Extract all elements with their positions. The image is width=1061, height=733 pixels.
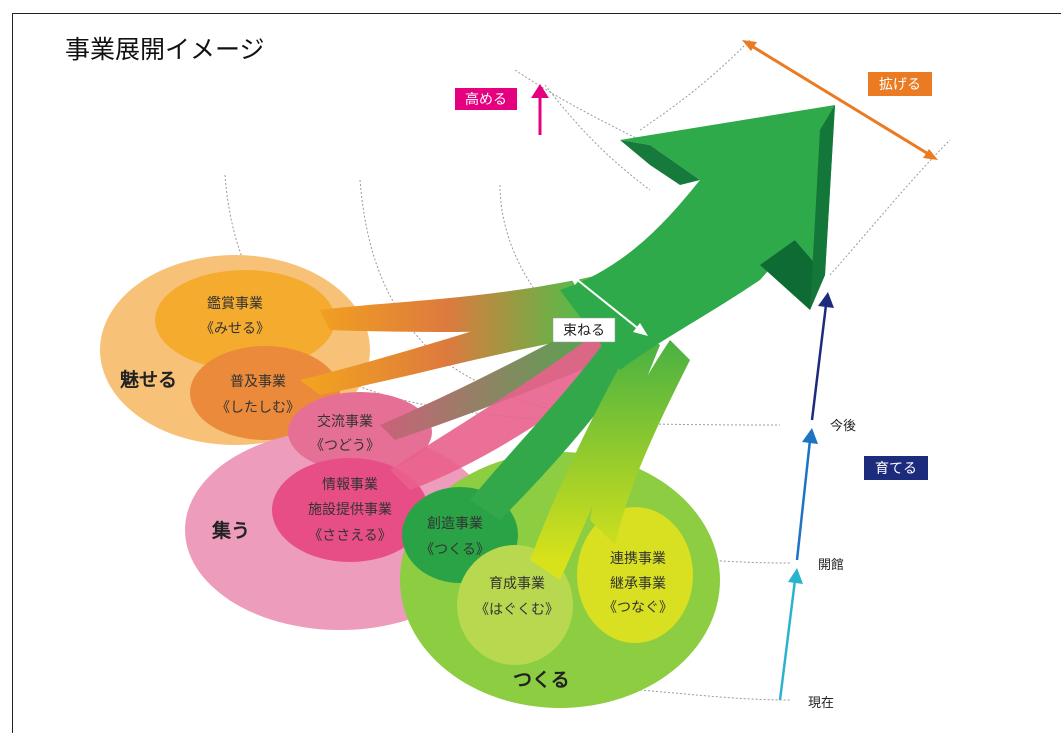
nurture-blob (457, 545, 573, 665)
appreciation-name: 鑑賞事業 (207, 295, 263, 312)
creation-name: 創造事業 (427, 516, 483, 532)
nurture-sub: 《はぐくむ》 (475, 602, 559, 618)
timeline-opening: 開館 (818, 558, 844, 573)
info-name2: 施設提供事業 (308, 502, 392, 518)
exchange-sub: 《つどう》 (310, 438, 380, 454)
timeline-now: 現在 (808, 696, 834, 711)
group-create-label: つくる (513, 669, 570, 691)
link-blob (577, 507, 693, 643)
diagram-frame (12, 13, 1061, 733)
link-name2: 継承事業 (610, 576, 666, 592)
info-name: 情報事業 (322, 477, 378, 493)
raise-arrow (531, 84, 549, 135)
big-arrow (560, 105, 835, 370)
grow-tag: 育てる (864, 456, 928, 480)
spread-sub: 《したしむ》 (216, 400, 300, 416)
expand-tag-label: 拡げる (879, 77, 921, 93)
bundle-tag: 束ねる (552, 317, 616, 343)
bundle-arrow (567, 272, 648, 336)
group-attract-label: 魅せる (120, 368, 177, 391)
raise-tag-label: 高める (465, 91, 507, 108)
spread-name: 普及事業 (230, 374, 286, 390)
timeline-future: 今後 (830, 418, 856, 434)
expand-tag: 拡げる (868, 72, 932, 96)
group-gather-label: 集う (211, 519, 250, 542)
expand-arrow (742, 40, 938, 160)
creation-sub: 《つくる》 (420, 542, 490, 558)
exchange-blob (288, 392, 432, 472)
exchange-name: 交流事業 (317, 413, 373, 430)
info-blob (272, 458, 428, 562)
appreciation-blob (155, 270, 335, 370)
link-sub: 《つなぐ》 (603, 600, 673, 616)
appreciation-sub: 《みせる》 (200, 321, 270, 337)
nurture-name: 育成事業 (489, 576, 545, 592)
timeline (778, 292, 834, 701)
info-sub: 《ささえる》 (308, 528, 392, 544)
grow-tag-label: 育てる (875, 461, 917, 477)
link-name: 連携事業 (610, 551, 666, 567)
bundle-tag-label: 束ねる (563, 323, 605, 339)
page-title: 事業展開イメージ (65, 35, 265, 64)
raise-tag: 高める (455, 88, 517, 110)
